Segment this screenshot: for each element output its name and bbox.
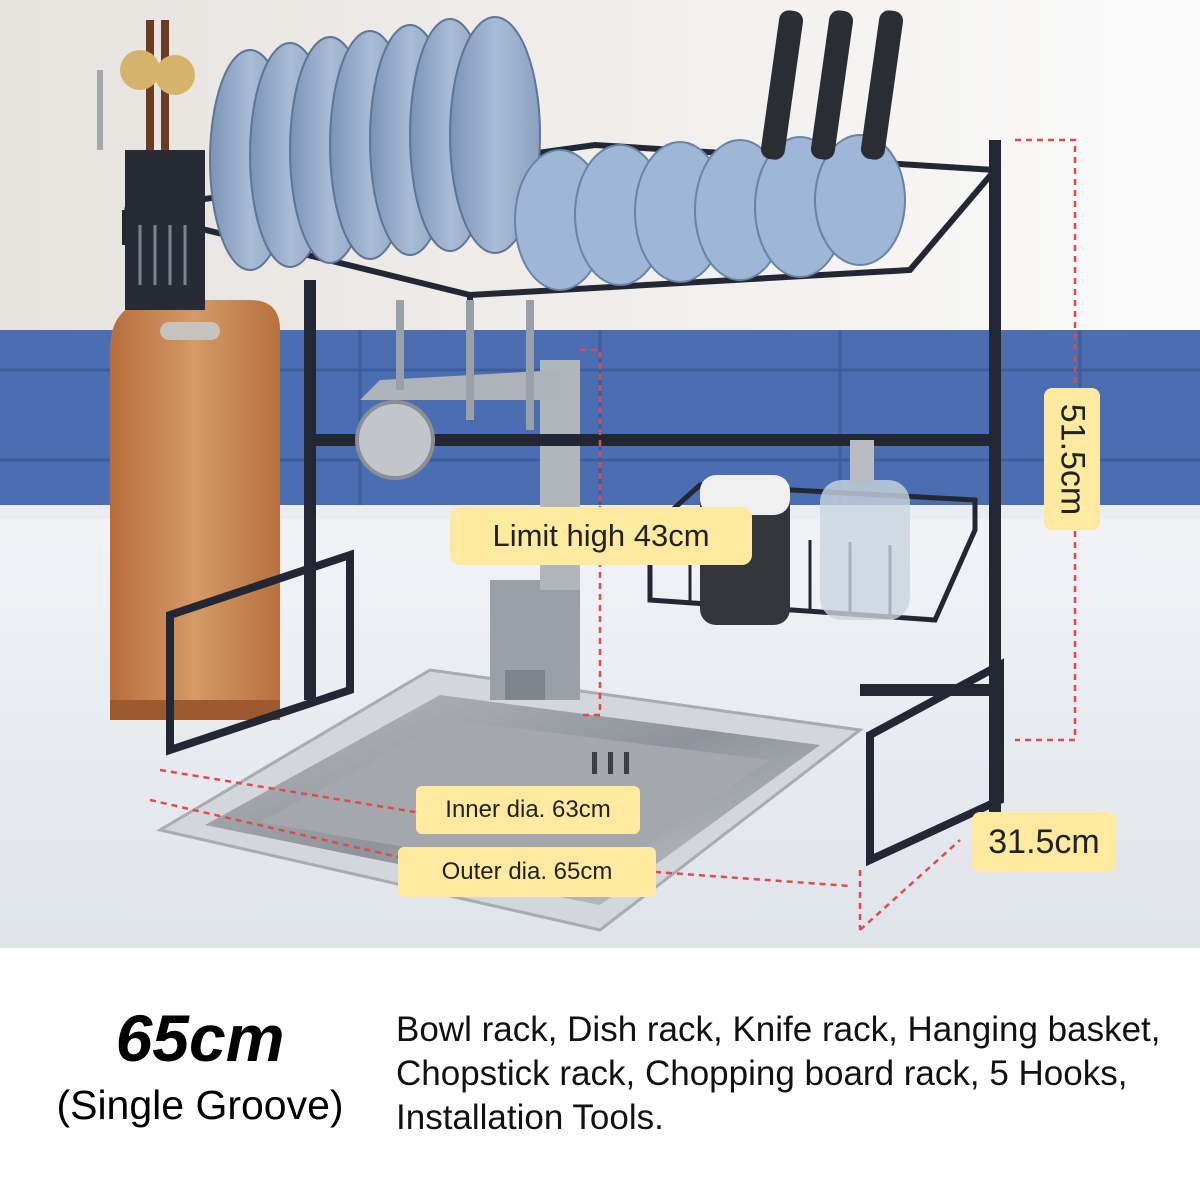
depth-label: 31.5cm [972,812,1116,872]
size-main: 65cm [115,1001,285,1075]
strainer [355,400,435,480]
height-label-text: 51.5cm [1053,403,1092,515]
utensil-holder [97,20,205,310]
outer-dia-label: Outer dia. 65cm [398,847,656,897]
size-block: 65cm (Single Groove) [20,1000,380,1130]
plates [209,16,541,271]
height-label: 51.5cm [1044,388,1100,530]
soap-bottle [820,440,910,620]
package-contents: Bowl rack, Dish rack, Knife rack, Hangin… [396,1010,1161,1137]
limit-height-label: Limit high 43cm [450,507,752,565]
bowls [514,134,906,291]
cutting-board [110,300,280,720]
size-sub: (Single Groove) [56,1082,344,1128]
hooks [396,300,534,430]
inner-dia-label: Inner dia. 63cm [416,786,640,834]
knives [760,10,904,160]
